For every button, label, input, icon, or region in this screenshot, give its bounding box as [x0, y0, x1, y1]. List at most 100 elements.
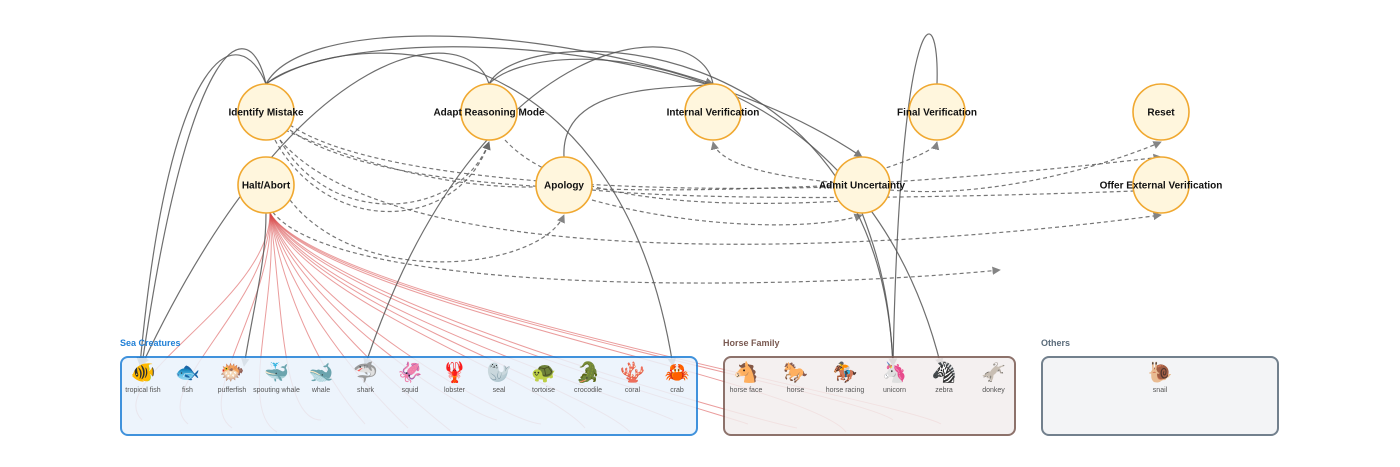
- item-lobster[interactable]: 🦞 lobster: [427, 361, 483, 394]
- dashed-halt-to-apology: [289, 199, 565, 263]
- item-label: seal: [492, 387, 506, 394]
- node-internal-verification[interactable]: Internal Verification: [667, 83, 760, 141]
- node-label: Apology: [544, 181, 584, 192]
- node-label: Identify Mistake: [228, 108, 303, 119]
- shark-icon: 🦈: [353, 362, 378, 384]
- item-label: unicorn: [883, 387, 906, 394]
- item-horse-racing[interactable]: 🏇 horse racing: [817, 361, 873, 394]
- tortoise-icon: 🐢: [531, 362, 556, 384]
- item-zebra[interactable]: 🦓 zebra: [916, 361, 972, 394]
- seal-icon: 🦭: [486, 362, 512, 384]
- item-label: tropical fish: [125, 387, 161, 394]
- item-label: coral: [624, 387, 641, 394]
- item-label: horse racing: [825, 387, 865, 394]
- node-circle: [535, 156, 593, 214]
- item-label: snail: [1152, 387, 1168, 394]
- item-label: horse face: [729, 387, 763, 394]
- item-unicorn[interactable]: 🦄 unicorn: [867, 361, 923, 394]
- item-label: donkey: [982, 387, 1005, 394]
- crocodile-icon: 🐊: [575, 362, 601, 384]
- whale-icon: 🐋: [308, 362, 334, 384]
- dashed-identify-to-admit: [289, 124, 863, 191]
- node-reset[interactable]: Reset: [1132, 83, 1190, 141]
- node-halt-abort[interactable]: Halt/Abort: [237, 156, 295, 214]
- item-label: crocodile: [573, 387, 602, 394]
- node-admit-uncertainty[interactable]: Admit Uncertainty: [819, 156, 906, 214]
- dashed-identify-to-apology: [284, 129, 565, 191]
- node-adapt-reasoning[interactable]: Adapt Reasoning Mode: [433, 83, 545, 141]
- item-crab[interactable]: 🦀 crab: [649, 361, 705, 394]
- item-coral[interactable]: 🪸 coral: [605, 361, 661, 394]
- group-box-horse: [723, 356, 1016, 436]
- item-label: tortoise: [532, 387, 555, 394]
- fish-icon: 🐟: [175, 362, 200, 384]
- item-horse[interactable]: 🐎horse: [768, 361, 824, 394]
- edge-internal-to-shark: [363, 46, 714, 367]
- item-horse-face[interactable]: 🐴 horse face: [718, 361, 774, 394]
- item-label: zebra: [935, 387, 953, 394]
- group-box-sea: [120, 356, 698, 436]
- item-whale[interactable]: 🐋 whale: [293, 361, 349, 394]
- item-pufferfish[interactable]: 🐡 pufferfish: [204, 361, 260, 394]
- item-label: lobster: [443, 387, 465, 394]
- donkey-icon: 🫏: [981, 362, 1006, 384]
- item-label: shark: [356, 387, 375, 394]
- edge-identify-to-tropical-fish-2: [136, 54, 267, 366]
- node-final-verification[interactable]: Final Verification: [897, 83, 977, 141]
- edge-adapt-to-zebra: [488, 58, 944, 367]
- dashed-identify-to-offer: [279, 139, 1162, 245]
- dashed-admit-to-final: [879, 141, 940, 171]
- item-squid[interactable]: 🦑squid: [382, 361, 438, 394]
- item-fish[interactable]: 🐟 fish: [160, 361, 216, 394]
- group-title-horse: Horse Family: [723, 338, 780, 348]
- edge-identify-to-tropical-fish: [138, 48, 267, 366]
- zebra-icon: 🦓: [931, 362, 957, 384]
- horse-face-icon: 🐴: [733, 362, 759, 384]
- lobster-icon: 🦞: [442, 362, 467, 384]
- spouting-whale-icon: 🐳: [264, 362, 289, 384]
- node-circle: [1132, 156, 1190, 214]
- horse-icon: 🐎: [783, 362, 808, 384]
- node-label: Final Verification: [897, 108, 977, 119]
- dashed-apology-to-admit: [591, 199, 863, 226]
- crab-icon: 🦀: [664, 362, 690, 384]
- dashed-admit-to-reset: [889, 141, 1162, 193]
- dashed-edges: [265, 124, 1162, 284]
- item-snail[interactable]: 🐌 snail: [1132, 361, 1188, 394]
- node-identify-mistake[interactable]: Identify Mistake: [228, 83, 304, 141]
- node-circle: [833, 156, 891, 214]
- horse-racing-icon: 🏇: [832, 362, 858, 384]
- item-donkey[interactable]: 🫏 donkey: [966, 361, 1022, 394]
- item-crocodile[interactable]: 🐊 crocodile: [560, 361, 616, 394]
- item-label: fish: [182, 387, 193, 394]
- edge-apology-to-internal: [563, 81, 714, 158]
- unicorn-icon: 🦄: [882, 362, 907, 384]
- item-label: crab: [670, 387, 684, 394]
- item-spouting-whale[interactable]: 🐳 spouting whale: [249, 361, 305, 394]
- edge-final-to-unicorn: [888, 33, 938, 367]
- node-offer-external-verification[interactable]: Offer External Verification: [1100, 156, 1223, 214]
- pufferfish-icon: 🐡: [219, 362, 245, 384]
- item-seal[interactable]: 🦭 seal: [471, 361, 527, 394]
- node-circle: [237, 83, 295, 141]
- red-edge-halt-13: [269, 212, 749, 425]
- item-label: spouting whale: [253, 387, 300, 394]
- item-label: whale: [311, 387, 331, 394]
- node-circle: [237, 156, 295, 214]
- snail-icon: 🐌: [1147, 362, 1173, 384]
- coral-icon: 🪸: [620, 362, 645, 384]
- node-circle: [908, 83, 966, 141]
- item-tropical-fish[interactable]: 🐠tropical fish: [115, 361, 171, 394]
- nodes-layer: Identify Mistake Adapt Reasoning Mode Inte…: [228, 83, 1223, 214]
- node-apology[interactable]: Apology: [535, 156, 593, 214]
- node-circle: [460, 83, 518, 141]
- edge-identify-to-internal: [265, 35, 714, 86]
- dashed-identify-to-reset: [289, 129, 1162, 191]
- item-tortoise[interactable]: 🐢 tortoise: [516, 361, 572, 394]
- item-label: pufferfish: [217, 387, 247, 394]
- edge-adapt-to-unicorn: [488, 50, 897, 367]
- item-shark[interactable]: 🦈 shark: [338, 361, 394, 394]
- node-label: Admit Uncertainty: [819, 181, 906, 192]
- node-circle: [684, 83, 742, 141]
